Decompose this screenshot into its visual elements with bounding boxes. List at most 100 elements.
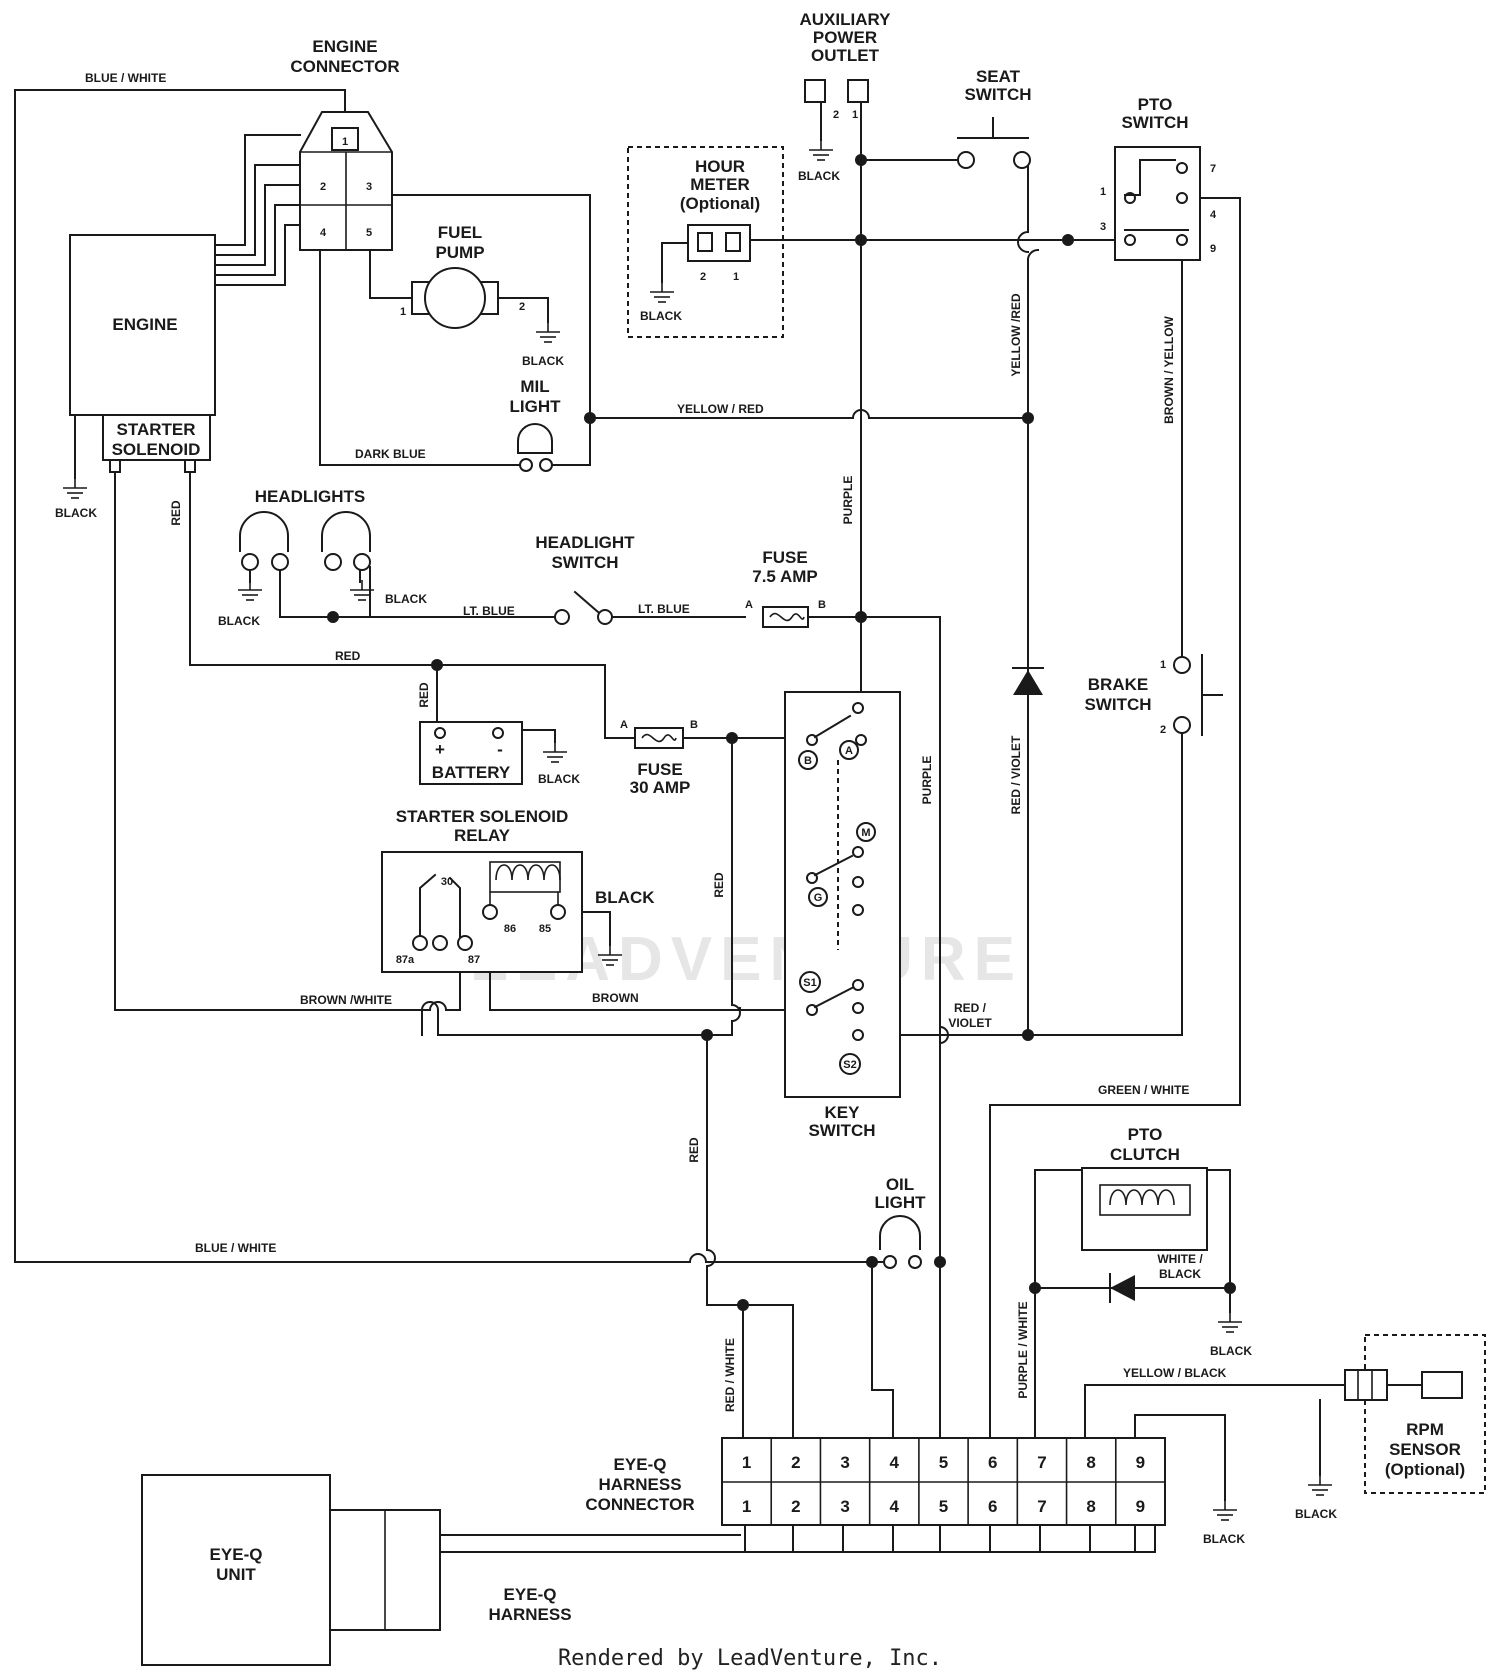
svg-text:RED / WHITE: RED / WHITE	[723, 1338, 737, 1412]
battery: + - BATTERY	[419, 721, 568, 785]
starter-solenoid-relay: STARTER SOLENOID RELAY 86 85 30 87a 87	[381, 807, 623, 973]
svg-text:KEY: KEY	[825, 1103, 861, 1122]
svg-text:FUSE: FUSE	[762, 548, 807, 567]
svg-text:RED: RED	[335, 649, 361, 663]
eyeq-pin-number: 7	[1037, 1453, 1046, 1472]
svg-text:RELAY: RELAY	[454, 826, 511, 845]
junction-dots	[327, 154, 1236, 1311]
svg-text:SEAT: SEAT	[976, 67, 1021, 86]
svg-text:BLACK: BLACK	[1159, 1267, 1201, 1281]
svg-text:A: A	[745, 599, 753, 611]
svg-text:AUXILIARY: AUXILIARY	[800, 10, 892, 29]
svg-text:BLACK: BLACK	[1203, 1532, 1245, 1546]
svg-text:YELLOW / RED: YELLOW / RED	[677, 402, 764, 416]
svg-text:FUSE: FUSE	[637, 760, 682, 779]
svg-text:LT. BLUE: LT. BLUE	[463, 604, 515, 618]
svg-text:1: 1	[733, 271, 739, 283]
svg-text:HEADLIGHTS: HEADLIGHTS	[255, 487, 366, 506]
svg-text:A: A	[845, 745, 853, 757]
seat-switch: SEAT SWITCH	[957, 67, 1032, 169]
svg-text:CONNECTOR: CONNECTOR	[585, 1495, 694, 1514]
svg-text:UNIT: UNIT	[216, 1565, 256, 1584]
svg-text:S2: S2	[843, 1059, 856, 1071]
key-switch: B A M G S1 S2 KEY SWITCH	[784, 691, 901, 1140]
svg-text:PTO: PTO	[1128, 1125, 1163, 1144]
svg-text:BLUE / WHITE: BLUE / WHITE	[195, 1241, 276, 1255]
eyeq-pin-number: 2	[791, 1497, 800, 1516]
svg-text:PUMP: PUMP	[435, 243, 484, 262]
svg-text:CONNECTOR: CONNECTOR	[290, 57, 399, 76]
engine-connector: ENGINE CONNECTOR 1 2 3 4 5	[290, 37, 400, 251]
svg-text:BRAKE: BRAKE	[1088, 675, 1148, 694]
svg-text:RED / VIOLET: RED / VIOLET	[1009, 735, 1023, 814]
svg-text:4: 4	[320, 227, 327, 239]
svg-text:1: 1	[1160, 659, 1166, 671]
eyeq-pin-number: 1	[742, 1453, 751, 1472]
svg-text:87a: 87a	[396, 954, 415, 966]
svg-text:SWITCH: SWITCH	[964, 85, 1031, 104]
mil-light: MIL LIGHT	[510, 377, 561, 472]
svg-text:+: +	[435, 740, 445, 759]
svg-text:9: 9	[1210, 243, 1216, 255]
svg-text:STARTER: STARTER	[116, 420, 195, 439]
svg-text:PURPLE / WHITE: PURPLE / WHITE	[1016, 1301, 1030, 1398]
svg-text:HARNESS: HARNESS	[598, 1475, 681, 1494]
svg-text:WHITE /: WHITE /	[1157, 1252, 1203, 1266]
eyeq-pin-number: 5	[939, 1453, 948, 1472]
svg-text:87: 87	[468, 954, 480, 966]
svg-text:BLACK: BLACK	[595, 888, 655, 907]
svg-text:BLACK: BLACK	[1210, 1344, 1252, 1358]
svg-text:RED: RED	[417, 682, 431, 708]
svg-text:BLACK: BLACK	[218, 614, 260, 628]
svg-text:SWITCH: SWITCH	[1121, 113, 1188, 132]
eyeq-pin-number: 5	[939, 1497, 948, 1516]
pto-clutch: PTO CLUTCH	[1081, 1125, 1243, 1333]
svg-text:EYE-Q: EYE-Q	[614, 1455, 667, 1474]
svg-text:PURPLE: PURPLE	[920, 756, 934, 805]
eyeq-pin-number: 7	[1037, 1497, 1046, 1516]
svg-text:RED: RED	[687, 1137, 701, 1163]
svg-text:RPM: RPM	[1406, 1420, 1444, 1439]
hour-meter: HOUR METER (Optional) 2 1	[627, 146, 784, 338]
svg-text:2: 2	[1160, 724, 1166, 736]
svg-text:B: B	[804, 755, 812, 767]
svg-text:BATTERY: BATTERY	[432, 763, 511, 782]
svg-text:MIL: MIL	[520, 377, 549, 396]
eyeq-pin-number: 6	[988, 1497, 997, 1516]
svg-text:HARNESS: HARNESS	[488, 1605, 571, 1624]
svg-text:BLUE / WHITE: BLUE / WHITE	[85, 71, 166, 85]
svg-text:30: 30	[441, 876, 453, 888]
oil-light: OIL LIGHT	[875, 1175, 927, 1269]
svg-text:YELLOW / BLACK: YELLOW / BLACK	[1123, 1366, 1227, 1380]
svg-text:BLACK: BLACK	[522, 354, 564, 368]
eye-q-unit: EYE-Q UNIT EYE-Q HARNESS	[141, 1474, 572, 1666]
svg-text:M: M	[861, 827, 870, 839]
svg-text:2: 2	[700, 271, 706, 283]
eyeq-pin-number: 4	[890, 1453, 900, 1472]
svg-text:(Optional): (Optional)	[680, 194, 760, 213]
svg-text:BROWN / YELLOW: BROWN / YELLOW	[1162, 315, 1176, 423]
svg-text:BLACK: BLACK	[55, 506, 97, 520]
diode-red-violet	[1012, 667, 1044, 695]
svg-text:YELLOW /RED: YELLOW /RED	[1009, 293, 1023, 377]
svg-text:BLACK: BLACK	[1295, 1507, 1337, 1521]
wire-labels: BLUE / WHITE BLUE / WHITE BLACK BLACK BL…	[55, 71, 1337, 1546]
svg-text:S1: S1	[803, 977, 816, 989]
svg-text:RED: RED	[712, 872, 726, 898]
svg-text:HEADLIGHT: HEADLIGHT	[535, 533, 635, 552]
svg-text:RED /: RED /	[954, 1001, 987, 1015]
svg-text:A: A	[620, 719, 628, 731]
eyeq-pin-number: 6	[988, 1453, 997, 1472]
svg-text:SWITCH: SWITCH	[808, 1121, 875, 1140]
svg-text:RED: RED	[169, 500, 183, 526]
svg-text:1: 1	[342, 136, 348, 148]
svg-text:LT. BLUE: LT. BLUE	[638, 602, 690, 616]
svg-text:VIOLET: VIOLET	[948, 1016, 992, 1030]
svg-text:(Optional): (Optional)	[1385, 1460, 1465, 1479]
headlights: HEADLIGHTS	[237, 487, 375, 601]
svg-text:3: 3	[366, 181, 372, 193]
svg-text:LIGHT: LIGHT	[875, 1193, 927, 1212]
eyeq-pin-number: 8	[1086, 1453, 1095, 1472]
engine: ENGINE STARTER SOLENOID	[69, 234, 216, 473]
svg-text:ENGINE: ENGINE	[312, 37, 377, 56]
